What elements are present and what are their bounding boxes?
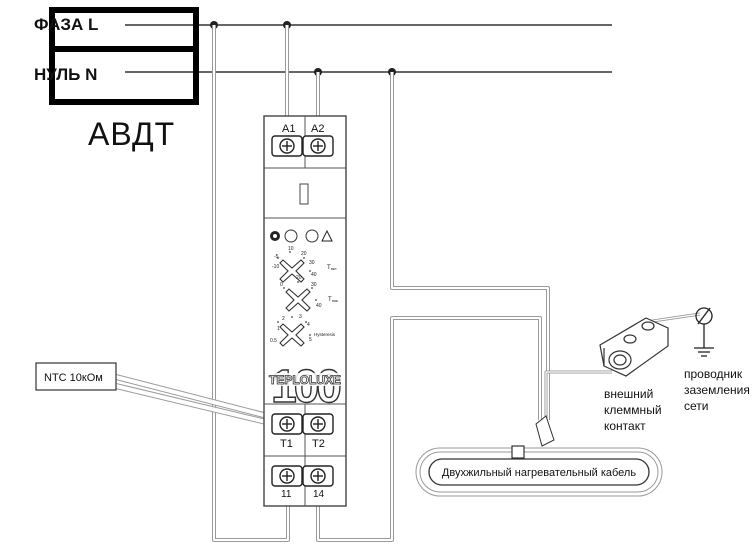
scale-mark: -10	[272, 264, 279, 270]
screw-11	[271, 465, 303, 487]
scale-mark: 5	[309, 337, 312, 343]
screw-t2	[302, 413, 334, 435]
ground-icon	[694, 307, 714, 357]
sensor-label: NTC 10кОм	[44, 372, 103, 384]
terminal-a2-label: A2	[311, 123, 324, 135]
t-off-label: T	[328, 297, 332, 303]
scale-mark: 3	[299, 314, 302, 320]
heating-cable	[415, 415, 663, 497]
contact-label-line: контакт	[604, 419, 646, 433]
ground-label-line: проводник	[684, 367, 743, 381]
heating-cable-label: Двухжильный нагревательный кабель	[442, 467, 636, 479]
scale-mark: -5	[274, 254, 279, 260]
scale-mark: 0	[280, 282, 283, 288]
knob-scale-labels: -10 -5 10 20 30 40 0 20 30 40 1 2 3 4 5 …	[270, 246, 322, 344]
ground-label-line: заземления	[684, 383, 750, 397]
terminal-a1-label: A1	[282, 123, 295, 135]
cable-end-cap	[511, 445, 525, 459]
knob-hysteresis	[279, 323, 305, 347]
brand-label: TEPLOLUXE	[269, 373, 341, 387]
scale-mark: 2	[282, 316, 285, 322]
scale-mark: 40	[311, 272, 317, 278]
breaker-box	[49, 7, 199, 105]
external-contact-label: внешний клеммный контакт	[604, 386, 662, 434]
neutral-label: НУЛЬ N	[34, 65, 97, 84]
terminal-screws	[271, 135, 334, 487]
phase-label: ФАЗА L	[34, 15, 98, 34]
external-terminal-block	[599, 317, 669, 377]
scale-mark: 30	[311, 282, 317, 288]
knob-t-off	[285, 288, 311, 312]
screw-a2	[302, 135, 334, 157]
relay-indicators	[270, 229, 333, 243]
scale-mark: 0.5	[270, 338, 277, 344]
scale-mark: 1	[277, 326, 280, 332]
cable-coupling	[535, 415, 555, 447]
ground-conductor-label: проводник заземления сети	[684, 366, 750, 414]
screw-t1	[271, 413, 303, 435]
terminal-t2-label: T2	[312, 438, 325, 450]
terminal-14-label: 14	[313, 489, 325, 500]
t-on-sub: вкл	[331, 267, 336, 271]
hysteresis-label: Hysteresis	[314, 332, 336, 337]
contact-label-line: клеммный	[604, 403, 662, 417]
scale-mark: 4	[307, 322, 310, 328]
ground-label-line: сети	[684, 399, 709, 413]
scale-mark: 20	[296, 275, 302, 281]
sensor-box	[35, 362, 117, 391]
t-on-label: T	[327, 265, 331, 271]
t-off-sub: вык	[332, 299, 338, 303]
screw-a1	[271, 135, 303, 157]
warning-icon	[321, 229, 333, 242]
knob-scale-dots	[277, 251, 317, 336]
relay-body	[263, 115, 347, 507]
terminal-t1-label: T1	[280, 438, 293, 450]
scale-mark: 10	[288, 246, 294, 252]
scale-mark: 40	[316, 303, 322, 309]
screw-14	[302, 465, 334, 487]
scale-mark: 20	[301, 251, 307, 257]
knob-t-on	[279, 259, 305, 283]
breaker-name: АВДТ	[88, 116, 176, 152]
scale-mark: 30	[309, 260, 315, 266]
contact-label-line: внешний	[604, 387, 654, 401]
terminal-11-label: 11	[281, 489, 292, 500]
